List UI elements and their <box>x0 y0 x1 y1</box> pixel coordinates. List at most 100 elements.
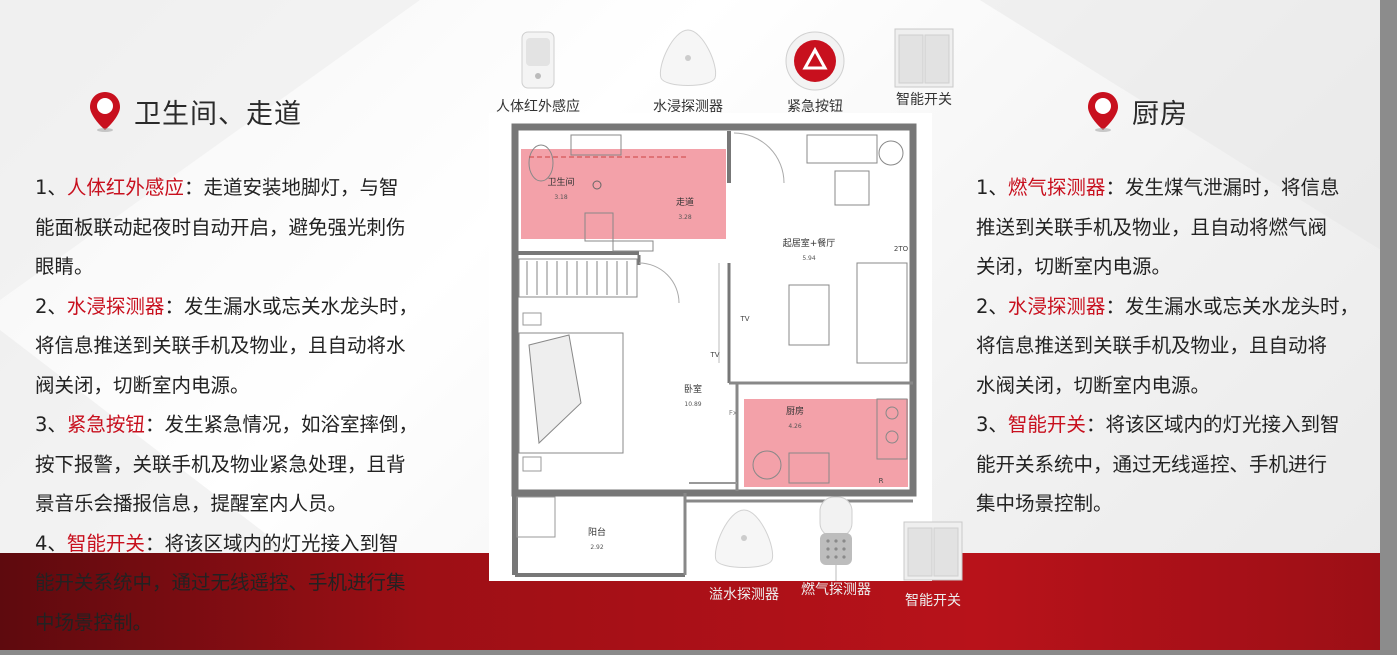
description-line: 3、紧急按钮：发生紧急情况，如浴室摔倒， <box>35 405 475 445</box>
description-text: 中场景控制。 <box>35 610 153 634</box>
description-line: 推送到关联手机及物业，且自动将燃气阀 <box>976 208 1380 248</box>
description-line: 4、智能开关：将该区域内的灯光接入到智 <box>35 524 475 564</box>
description-text: ：发生漏水或忘关水龙头时， <box>1105 294 1359 318</box>
device-label: 溢水探测器 <box>709 587 779 603</box>
right-section-title: 厨房 <box>1132 98 1188 130</box>
description-line: 能开关系统中，通过无线遥控、手机进行 <box>976 445 1380 485</box>
device-emergency-button: 紧急按钮 <box>772 30 858 116</box>
room-name: 阳台 <box>588 526 606 538</box>
right-description: 1、燃气探测器：发生煤气泄漏时，将信息推送到关联手机及物业，且自动将燃气阀关闭，… <box>976 168 1380 524</box>
device-label: 智能开关 <box>896 92 952 108</box>
description-text: 关闭，切断室内电源。 <box>976 255 1172 278</box>
right-edge-bar <box>1380 0 1397 655</box>
room-name: 走道 <box>676 196 694 208</box>
location-pin-icon <box>90 92 120 132</box>
left-section-title: 卫生间、走道 <box>134 98 302 130</box>
room-area: 10.89 <box>684 401 701 408</box>
room-name: 卧室 <box>684 383 702 395</box>
description-line: 1、人体红外感应：走道安装地脚灯，与智 <box>35 168 475 208</box>
room-name: 厨房 <box>786 405 804 417</box>
left-section-header: 卫生间、走道 <box>88 90 302 132</box>
floor-plan: 卫生间 3.18 走道 3.28 起居室+餐厅 5.94 卧室 10.89 厨房… <box>489 113 932 581</box>
item-number: 4、 <box>35 531 67 555</box>
overflow-detector-icon <box>714 509 774 568</box>
device-term: 人体红外感应 <box>66 176 184 199</box>
room-area: 5.94 <box>802 255 816 262</box>
device-term: 紧急按钮 <box>66 413 145 436</box>
device-water-leak: 水浸探测器 <box>640 26 736 116</box>
device-gas-detector: 燃气探测器 <box>792 495 880 599</box>
device-term: 智能开关 <box>1007 413 1086 436</box>
description-text: ：将该区域内的灯光接入到智 <box>1085 413 1340 436</box>
description-text: 按下报警，关联手机及物业紧急处理，且背 <box>35 452 406 476</box>
description-line: 关闭，切断室内电源。 <box>976 247 1380 287</box>
description-text: ：走道安装地脚灯，与智 <box>183 176 399 199</box>
description-text: 景音乐会播报信息，提醒室内人员。 <box>35 492 348 515</box>
item-number: 3、 <box>35 413 67 436</box>
description-text: 推送到关联手机及物业，且自动将燃气阀 <box>976 215 1328 239</box>
description-line: 水阀关闭，切断室内电源。 <box>976 366 1380 406</box>
device-label: 智能开关 <box>905 593 961 609</box>
description-line: 阀关闭，切断室内电源。 <box>35 366 475 406</box>
device-term: 智能开关 <box>66 531 145 555</box>
smart-switch-icon <box>894 28 954 88</box>
outer-wall <box>511 123 917 497</box>
device-smart-switch-bottom: 智能开关 <box>898 520 968 610</box>
description-text: ：发生紧急情况，如浴室摔倒， <box>144 413 418 436</box>
device-term: 水浸探测器 <box>1007 294 1106 318</box>
water-leak-detector-icon <box>659 29 717 86</box>
gas-detector-icon <box>819 496 853 581</box>
description-text: 阀关闭，切断室内电源。 <box>35 373 250 397</box>
misc-label: 2TO <box>894 245 909 253</box>
description-line: 2、水浸探测器：发生漏水或忘关水龙头时， <box>35 287 475 327</box>
description-line: 能面板联动起夜时自动开启，避免强光刺伤 <box>35 208 475 248</box>
tv-label: TV <box>709 351 719 359</box>
device-smart-switch-top: 智能开关 <box>886 27 962 109</box>
description-line: 能开关系统中，通过无线遥控、手机进行集 <box>35 563 475 603</box>
device-overflow-detector: 溢水探测器 <box>700 506 788 604</box>
room-name: 卫生间 <box>547 176 574 188</box>
device-term: 燃气探测器 <box>1007 176 1106 199</box>
room-area: 3.18 <box>554 194 568 201</box>
item-number: 1、 <box>35 176 67 199</box>
emergency-button-icon <box>785 31 845 91</box>
description-text: 能面板联动起夜时自动开启，避免强光刺伤 <box>35 215 406 239</box>
right-section-header: 厨房 <box>1086 90 1188 132</box>
description-line: 1、燃气探测器：发生煤气泄漏时，将信息 <box>976 168 1380 208</box>
item-number: 2、 <box>976 294 1008 318</box>
room-area: 4.26 <box>788 423 802 430</box>
highlight-bathroom-corridor <box>521 149 726 239</box>
smart-switch-icon <box>903 521 963 581</box>
description-text: ：发生漏水或忘关水龙头时， <box>164 294 418 318</box>
device-label: 紧急按钮 <box>787 99 843 115</box>
description-line: 2、水浸探测器：发生漏水或忘关水龙头时， <box>976 287 1380 327</box>
description-text: 水阀关闭，切断室内电源。 <box>976 373 1211 397</box>
bottom-edge-line <box>0 650 1397 655</box>
description-line: 将信息推送到关联手机及物业，且自动将 <box>976 326 1380 366</box>
description-line: 按下报警，关联手机及物业紧急处理，且背 <box>35 445 475 485</box>
description-line: 集中场景控制。 <box>976 484 1380 524</box>
misc-label: R <box>879 477 884 485</box>
pir-sensor-icon <box>521 31 555 89</box>
room-name: 起居室+餐厅 <box>783 237 836 249</box>
description-line: 中场景控制。 <box>35 603 475 643</box>
highlight-kitchen <box>744 399 908 487</box>
device-label: 人体红外感应 <box>496 99 580 115</box>
description-text: 将信息推送到关联手机及物业，且自动将 <box>976 334 1328 357</box>
left-description: 1、人体红外感应：走道安装地脚灯，与智能面板联动起夜时自动开启，避免强光刺伤眼睛… <box>35 168 475 642</box>
item-number: 1、 <box>976 176 1008 199</box>
description-text: 集中场景控制。 <box>976 492 1113 515</box>
room-area: 3.28 <box>678 214 692 221</box>
description-text: 眼睛。 <box>35 255 94 278</box>
location-pin-icon <box>1088 92 1118 132</box>
item-number: 3、 <box>976 413 1008 436</box>
description-line: 将信息推送到关联手机及物业，且自动将水 <box>35 326 475 366</box>
device-pir-sensor: 人体红外感应 <box>485 30 591 116</box>
misc-label: Fx <box>729 409 737 417</box>
description-line: 景音乐会播报信息，提醒室内人员。 <box>35 484 475 524</box>
tv-label: TV <box>739 315 749 323</box>
description-text: 能开关系统中，通过无线遥控、手机进行 <box>976 452 1328 476</box>
description-line: 3、智能开关：将该区域内的灯光接入到智 <box>976 405 1380 445</box>
device-term: 水浸探测器 <box>66 294 165 318</box>
